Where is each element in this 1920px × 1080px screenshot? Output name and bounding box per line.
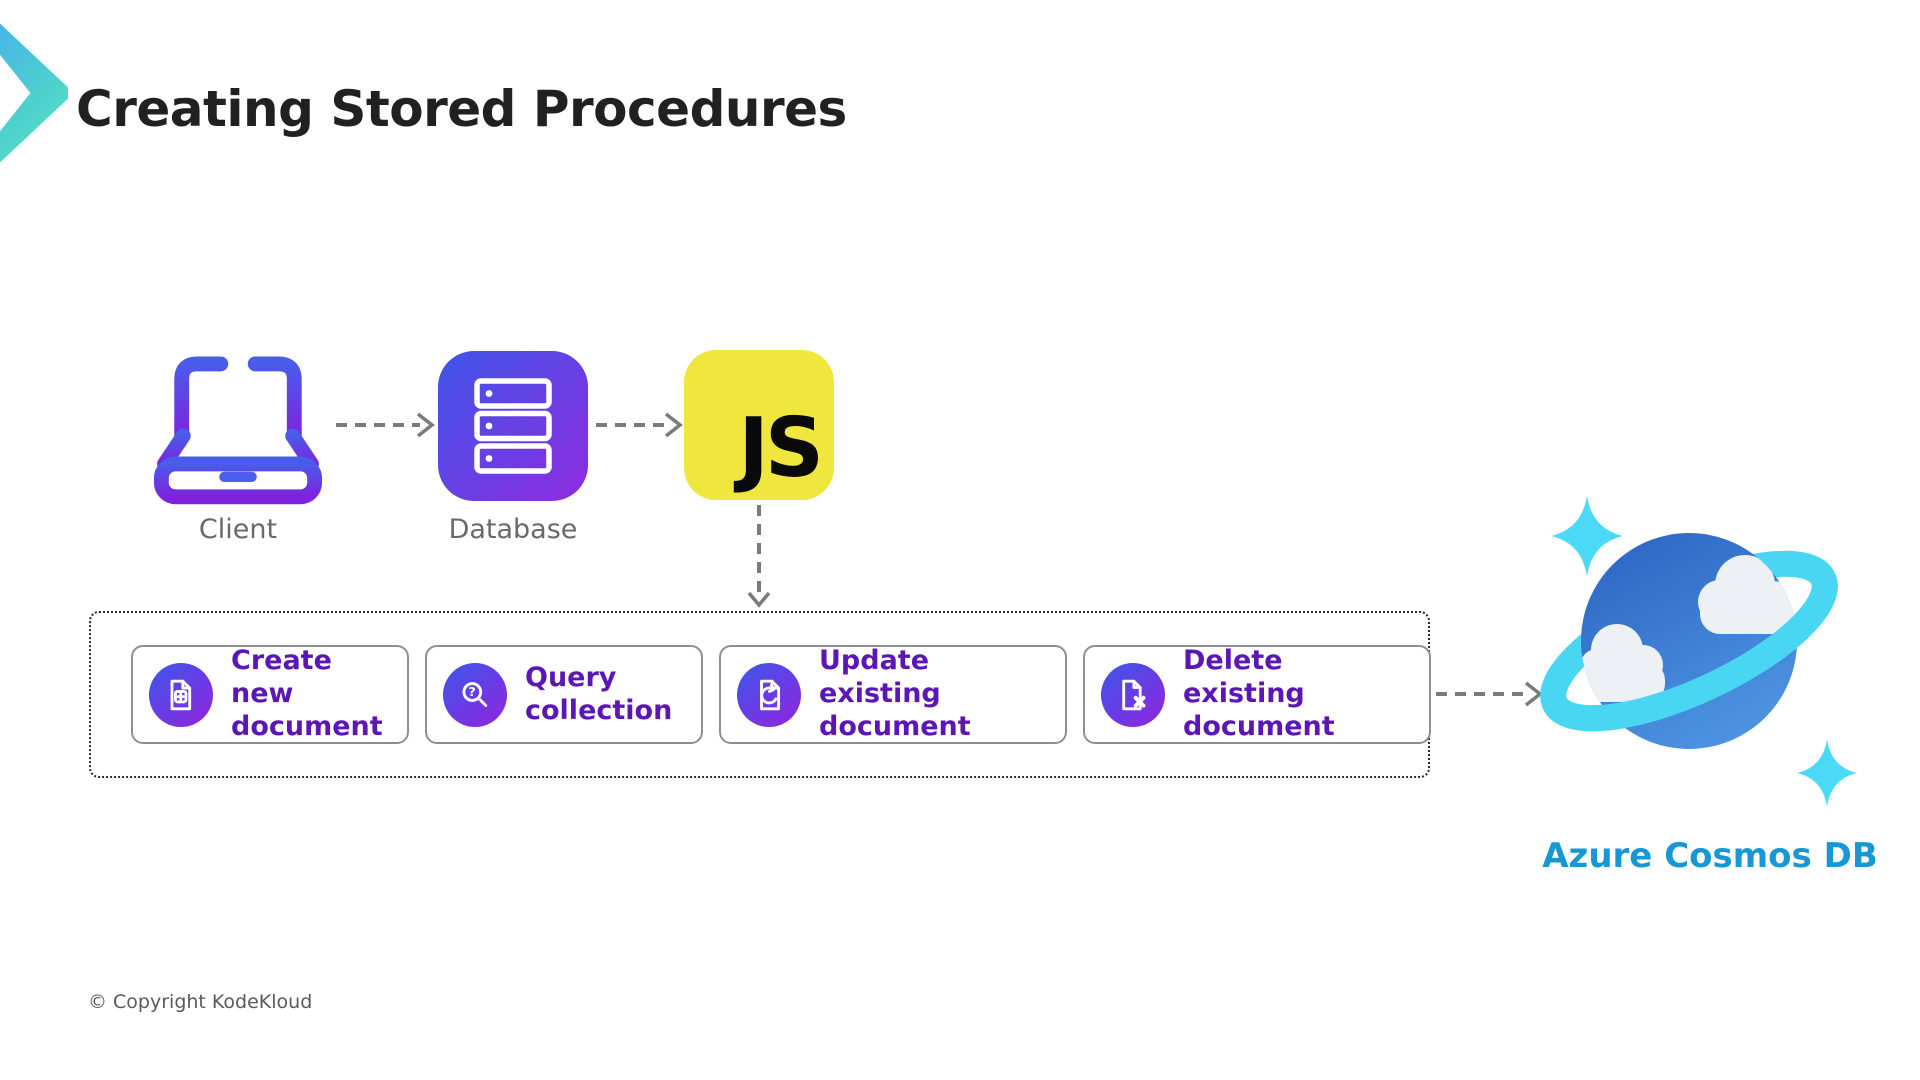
arrow-js-to-procedures-icon (747, 505, 771, 608)
database-label: Database (448, 514, 578, 545)
procedure-label: Update existing document (819, 645, 971, 742)
azure-cosmos-db-logo-icon (1540, 495, 1857, 807)
sparkle-icon (1551, 495, 1623, 577)
js-text: JS (738, 401, 824, 496)
javascript-icon: JS (684, 350, 834, 500)
azure-cosmos-db-label: Azure Cosmos DB (1542, 836, 1878, 876)
procedure-card-create: Create new document (131, 645, 409, 744)
document-sync-icon (737, 662, 801, 727)
svg-text:?: ? (468, 685, 475, 700)
arrow-database-to-js-icon (596, 412, 683, 438)
procedures-container: Create new document ? Query collection (89, 611, 1431, 778)
page-title: Creating Stored Procedures (76, 80, 847, 138)
copyright-text: © Copyright KodeKloud (88, 991, 313, 1013)
laptop-icon (153, 356, 323, 505)
document-delete-icon (1101, 662, 1165, 727)
arrow-procedures-to-cosmosdb-icon (1436, 681, 1543, 707)
client-label: Client (198, 514, 278, 545)
database-icon (438, 351, 588, 501)
trackpad-bar (219, 471, 257, 482)
sparkle-icon (1797, 739, 1857, 807)
procedure-card-query: ? Query collection (425, 645, 703, 744)
chevron-accent-icon (0, 22, 68, 164)
procedure-card-delete: Delete existing document (1083, 645, 1431, 744)
procedure-label: Create new document (231, 645, 383, 742)
document-plus-icon (149, 662, 213, 727)
arrow-client-to-database-icon (336, 412, 435, 438)
search-question-icon: ? (443, 662, 507, 727)
procedure-card-update: Update existing document (719, 645, 1067, 744)
procedure-label: Delete existing document (1183, 645, 1335, 742)
procedure-label: Query collection (525, 661, 673, 726)
